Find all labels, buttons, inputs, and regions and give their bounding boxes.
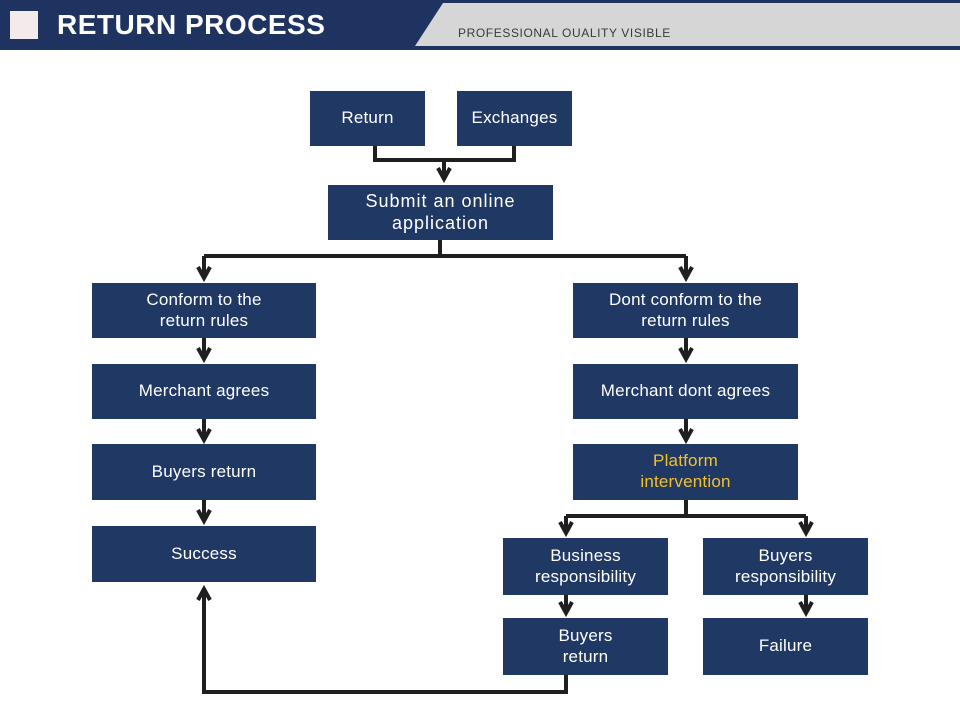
flow-node-exchanges: Exchanges [457,91,572,146]
flow-node-submit-application: Submit an online application [328,185,553,240]
flow-node-return: Return [310,91,425,146]
flow-node-buyers-return-2: Buyers return [503,618,668,675]
flow-node-merchant-agrees: Merchant agrees [92,364,316,419]
flow-node-failure: Failure [703,618,868,675]
flow-node-dont-conform-rules: Dont conform to the return rules [573,283,798,338]
connector-merge-top [373,146,516,162]
slide-header: RETURN PROCESS PROFESSIONAL OUALITY VISI… [0,0,960,50]
flow-node-buyers-return: Buyers return [92,444,316,500]
header-subtitle: PROFESSIONAL OUALITY VISIBLE [458,26,671,40]
flow-node-business-responsibility: Business responsibility [503,538,668,595]
flow-node-buyers-responsibility: Buyers responsibility [703,538,868,595]
flow-node-platform-intervention: Platform intervention [573,444,798,500]
flow-node-merchant-dont-agrees: Merchant dont agrees [573,364,798,419]
header-accent-square [10,11,38,39]
flow-node-conform-rules: Conform to the return rules [92,283,316,338]
header-ribbon [415,3,960,46]
flow-node-success: Success [92,526,316,582]
page-title: RETURN PROCESS [57,9,326,40]
